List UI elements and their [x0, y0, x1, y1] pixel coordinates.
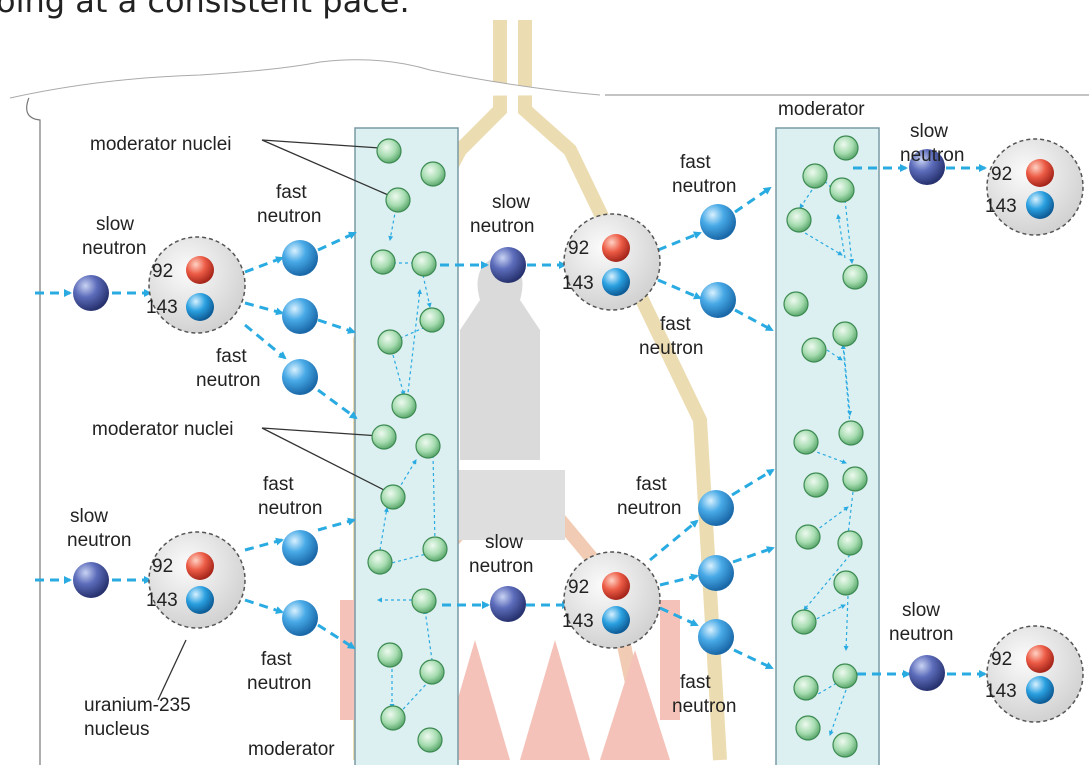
- label-fast-neutron-5a: fast: [680, 152, 711, 173]
- label-143: 143: [562, 273, 594, 294]
- slow-neutron-icon: [909, 655, 945, 691]
- fast-neutron-icon: [282, 240, 318, 276]
- fast-neutron-icon: [282, 600, 318, 636]
- label-fast-neutron-1b: neutron: [257, 206, 321, 227]
- slow-neutron-icon: [490, 247, 526, 283]
- uranium-nucleus-1: [149, 237, 245, 333]
- slow-neutron-icon: [73, 562, 109, 598]
- label-143: 143: [985, 681, 1017, 702]
- label-uranium-1: uranium-235: [84, 695, 191, 716]
- label-moderator-nuclei-2: moderator nuclei: [92, 419, 234, 440]
- label-slow-neutron-2b: neutron: [67, 530, 131, 551]
- label-92: 92: [991, 649, 1012, 670]
- label-92: 92: [152, 261, 173, 282]
- label-fast-neutron-3b: neutron: [258, 498, 322, 519]
- label-slow-neutron-5a: slow: [910, 121, 948, 142]
- label-fast-neutron-6a: fast: [660, 314, 691, 335]
- uranium-nucleus-5: [987, 139, 1083, 235]
- label-fast-neutron-7a: fast: [636, 474, 667, 495]
- label-fast-neutron-8b: neutron: [672, 696, 736, 717]
- label-92: 92: [568, 238, 589, 259]
- label-moderator-right: moderator: [778, 99, 865, 120]
- label-fast-neutron-2b: neutron: [196, 370, 260, 391]
- fast-neutron-icon: [698, 490, 734, 526]
- label-fast-neutron-2a: fast: [216, 346, 247, 367]
- label-slow-neutron-3a: slow: [492, 192, 530, 213]
- label-92: 92: [991, 164, 1012, 185]
- label-143: 143: [985, 196, 1017, 217]
- fast-neutron-icon: [282, 359, 318, 395]
- label-92: 92: [152, 556, 173, 577]
- label-slow-neutron-2a: slow: [70, 506, 108, 527]
- label-fast-neutron-7b: neutron: [617, 498, 681, 519]
- uranium-nucleus-4: [564, 552, 660, 648]
- label-143: 143: [562, 611, 594, 632]
- slow-neutron-icon: [490, 586, 526, 622]
- label-143: 143: [146, 297, 178, 318]
- label-fast-neutron-1a: fast: [276, 182, 307, 203]
- label-fast-neutron-4b: neutron: [247, 673, 311, 694]
- uranium-nucleus-6: [987, 626, 1083, 722]
- label-slow-neutron-4a: slow: [485, 532, 523, 553]
- label-slow-neutron-6a: slow: [902, 600, 940, 621]
- fast-neutron-icon: [700, 282, 736, 318]
- label-slow-neutron-3b: neutron: [470, 216, 534, 237]
- neutron-icon: [186, 293, 214, 321]
- label-slow-neutron-6b: neutron: [889, 624, 953, 645]
- label-moderator-nuclei-1: moderator nuclei: [90, 134, 232, 155]
- label-slow-neutron-4b: neutron: [469, 556, 533, 577]
- fast-neutron-icon: [700, 204, 736, 240]
- label-fast-neutron-3a: fast: [263, 474, 294, 495]
- label-uranium-2: nucleus: [84, 719, 150, 740]
- uranium-nucleus-3: [564, 214, 660, 310]
- fast-neutron-icon: [282, 530, 318, 566]
- fast-neutron-icon: [698, 619, 734, 655]
- label-fast-neutron-5b: neutron: [672, 176, 736, 197]
- label-fast-neutron-6b: neutron: [639, 338, 703, 359]
- label-slow-neutron-1a: slow: [96, 214, 134, 235]
- label-143: 143: [146, 590, 178, 611]
- label-fast-neutron-4a: fast: [261, 649, 292, 670]
- fast-neutron-icon: [698, 555, 734, 591]
- fast-neutron-icon: [282, 298, 318, 334]
- proton-icon: [186, 256, 214, 284]
- slow-neutron-icon: [73, 275, 109, 311]
- label-slow-neutron-1b: neutron: [82, 238, 146, 259]
- uranium-nucleus-2: [149, 532, 245, 628]
- label-fast-neutron-8a: fast: [680, 672, 711, 693]
- label-moderator-left: moderator: [248, 739, 335, 760]
- label-92: 92: [568, 577, 589, 598]
- page-left-edge: [27, 95, 40, 765]
- label-slow-neutron-5b: neutron: [900, 145, 964, 166]
